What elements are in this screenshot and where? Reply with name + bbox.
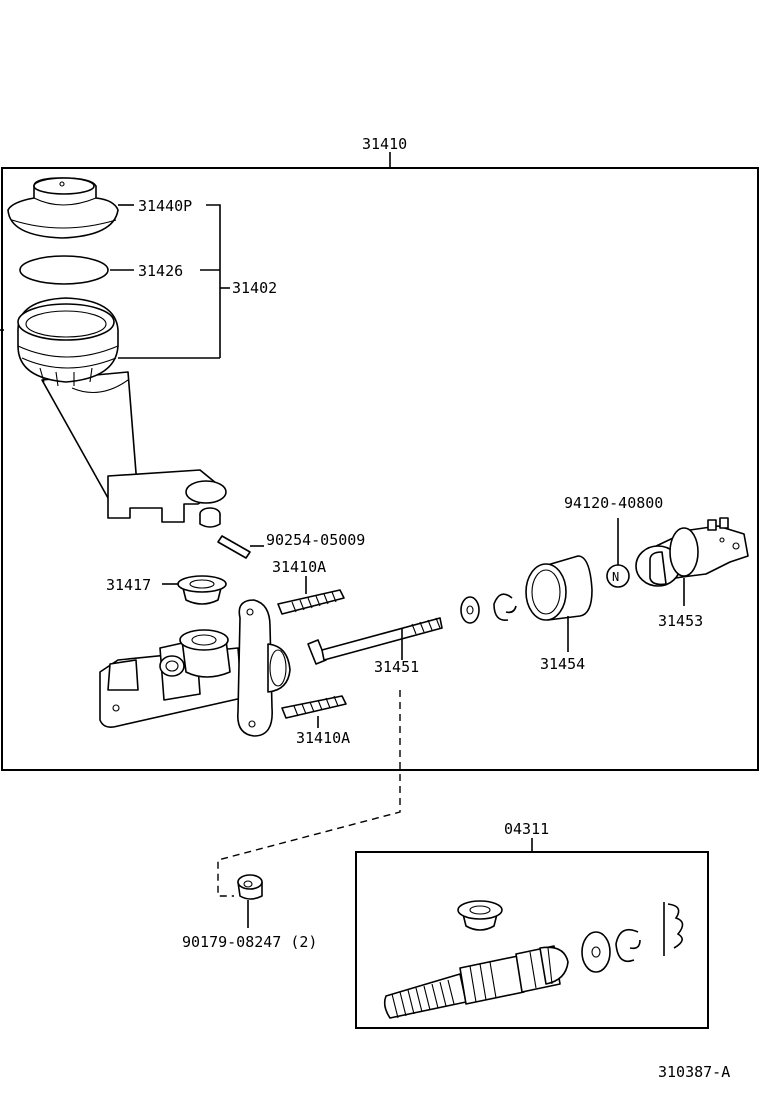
lock-nut: N — [606, 518, 630, 588]
kit-clip — [663, 902, 684, 956]
stud-lower — [281, 695, 347, 728]
spring-pin — [217, 535, 264, 559]
label-gasket: 31426 — [138, 262, 183, 280]
clevis — [635, 517, 749, 606]
reservoir-set-bracket — [0, 204, 230, 359]
label-cap: 31440P — [138, 197, 192, 215]
label-grommet: 31417 — [106, 576, 151, 594]
kit-snap-ring — [615, 928, 641, 963]
reservoir-gasket — [19, 255, 109, 285]
reservoir-tank — [17, 297, 227, 528]
boot — [525, 555, 593, 652]
label-push-rod: 31451 — [374, 658, 419, 676]
stud-upper — [277, 576, 345, 615]
label-stud-upper: 31410A — [272, 558, 326, 576]
kit-grommet — [457, 900, 503, 931]
label-reservoir-set: 31402 — [232, 279, 277, 297]
push-rod-washer — [460, 596, 480, 624]
grommet — [162, 575, 227, 605]
label-boot: 31454 — [540, 655, 585, 673]
label-pin: 90254-05009 — [266, 531, 365, 549]
assembly-frame — [1, 152, 759, 771]
master-cylinder-body — [99, 599, 291, 737]
nut-mark: N — [612, 570, 619, 584]
kit-piston — [383, 945, 569, 1019]
bolt-leader — [217, 690, 401, 897]
bolt — [237, 874, 263, 928]
label-stud-lower: 31410A — [296, 729, 350, 747]
label-kit: 04311 — [504, 820, 549, 838]
label-clevis: 31453 — [658, 612, 703, 630]
label-assembly: 31410 — [362, 135, 407, 153]
snap-ring — [493, 593, 517, 621]
push-rod — [307, 617, 443, 665]
kit-frame — [355, 838, 709, 1029]
label-nut: 94120-40800 — [564, 494, 663, 512]
reservoir-cap — [7, 177, 119, 239]
kit-washer — [581, 931, 611, 973]
label-bolt: 90179-08247 (2) — [182, 933, 317, 951]
figure-code: 310387-A — [658, 1063, 730, 1081]
